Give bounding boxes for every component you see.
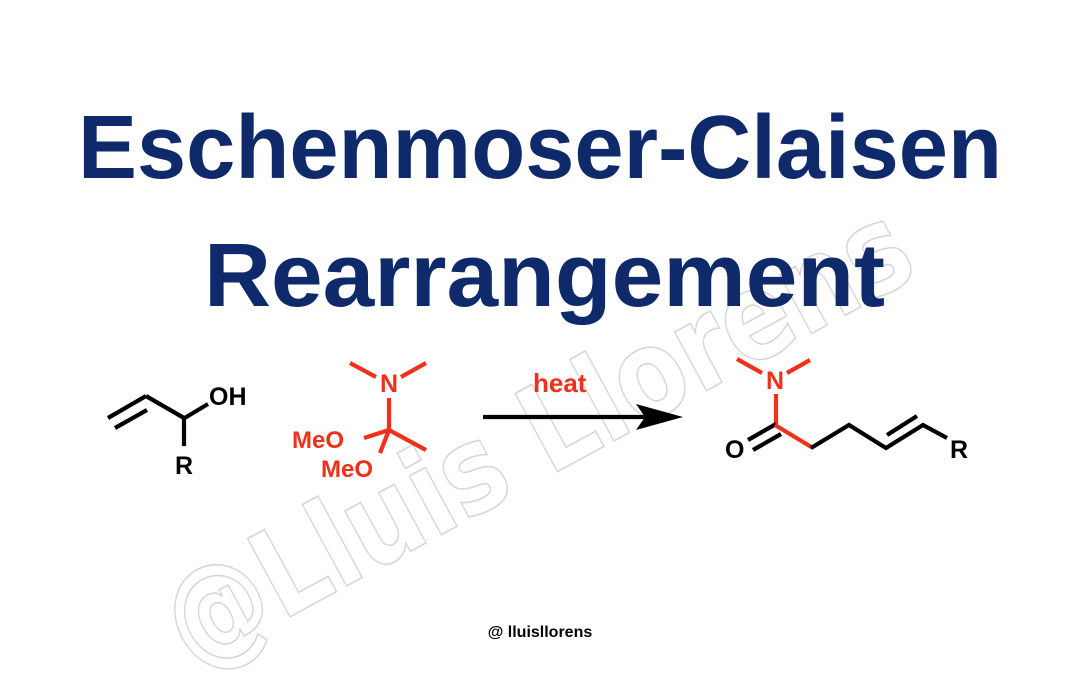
- product-unsaturated-amide: N O R: [725, 357, 968, 464]
- page-title: Eschenmoser-Claisen Rearrangement: [78, 98, 1002, 326]
- double-bond-line: [113, 408, 149, 430]
- reaction-condition: heat: [533, 368, 587, 398]
- carbon-chain: [809, 422, 949, 451]
- reactant-amide-acetal: N MeO MeO: [292, 361, 428, 483]
- title-line-2: Rearrangement: [204, 226, 885, 326]
- bond: [144, 394, 186, 420]
- alkene-double-bond-line: [885, 414, 919, 437]
- methoxy-label-1: MeO: [292, 427, 344, 454]
- methoxy-label-2: MeO: [321, 456, 373, 483]
- bond: [735, 357, 764, 375]
- nitrogen-label: N: [380, 370, 398, 398]
- carbonyl-bond: [746, 422, 778, 442]
- bond: [106, 394, 148, 420]
- bond: [399, 361, 428, 379]
- bond: [388, 428, 427, 452]
- nitrogen-label: N: [766, 367, 784, 395]
- bond: [773, 423, 815, 450]
- reaction-arrow: heat: [483, 368, 683, 430]
- reactant-allylic-alcohol: OH R: [106, 383, 247, 480]
- bond: [181, 402, 210, 421]
- title-line-1: Eschenmoser-Claisen: [78, 98, 1002, 198]
- arrow-head-icon: [636, 404, 683, 430]
- bond: [378, 429, 391, 454]
- bond: [785, 358, 812, 375]
- carbonyl-double-bond-line: [751, 432, 783, 452]
- carbonyl-oxygen-label: O: [725, 436, 744, 464]
- hydroxyl-label: OH: [209, 383, 247, 411]
- footer-handle: @ lluisllorens: [488, 624, 593, 641]
- r-group-label: R: [950, 436, 968, 464]
- r-group-label: R: [175, 452, 193, 480]
- bond: [349, 361, 377, 379]
- bond: [363, 427, 390, 441]
